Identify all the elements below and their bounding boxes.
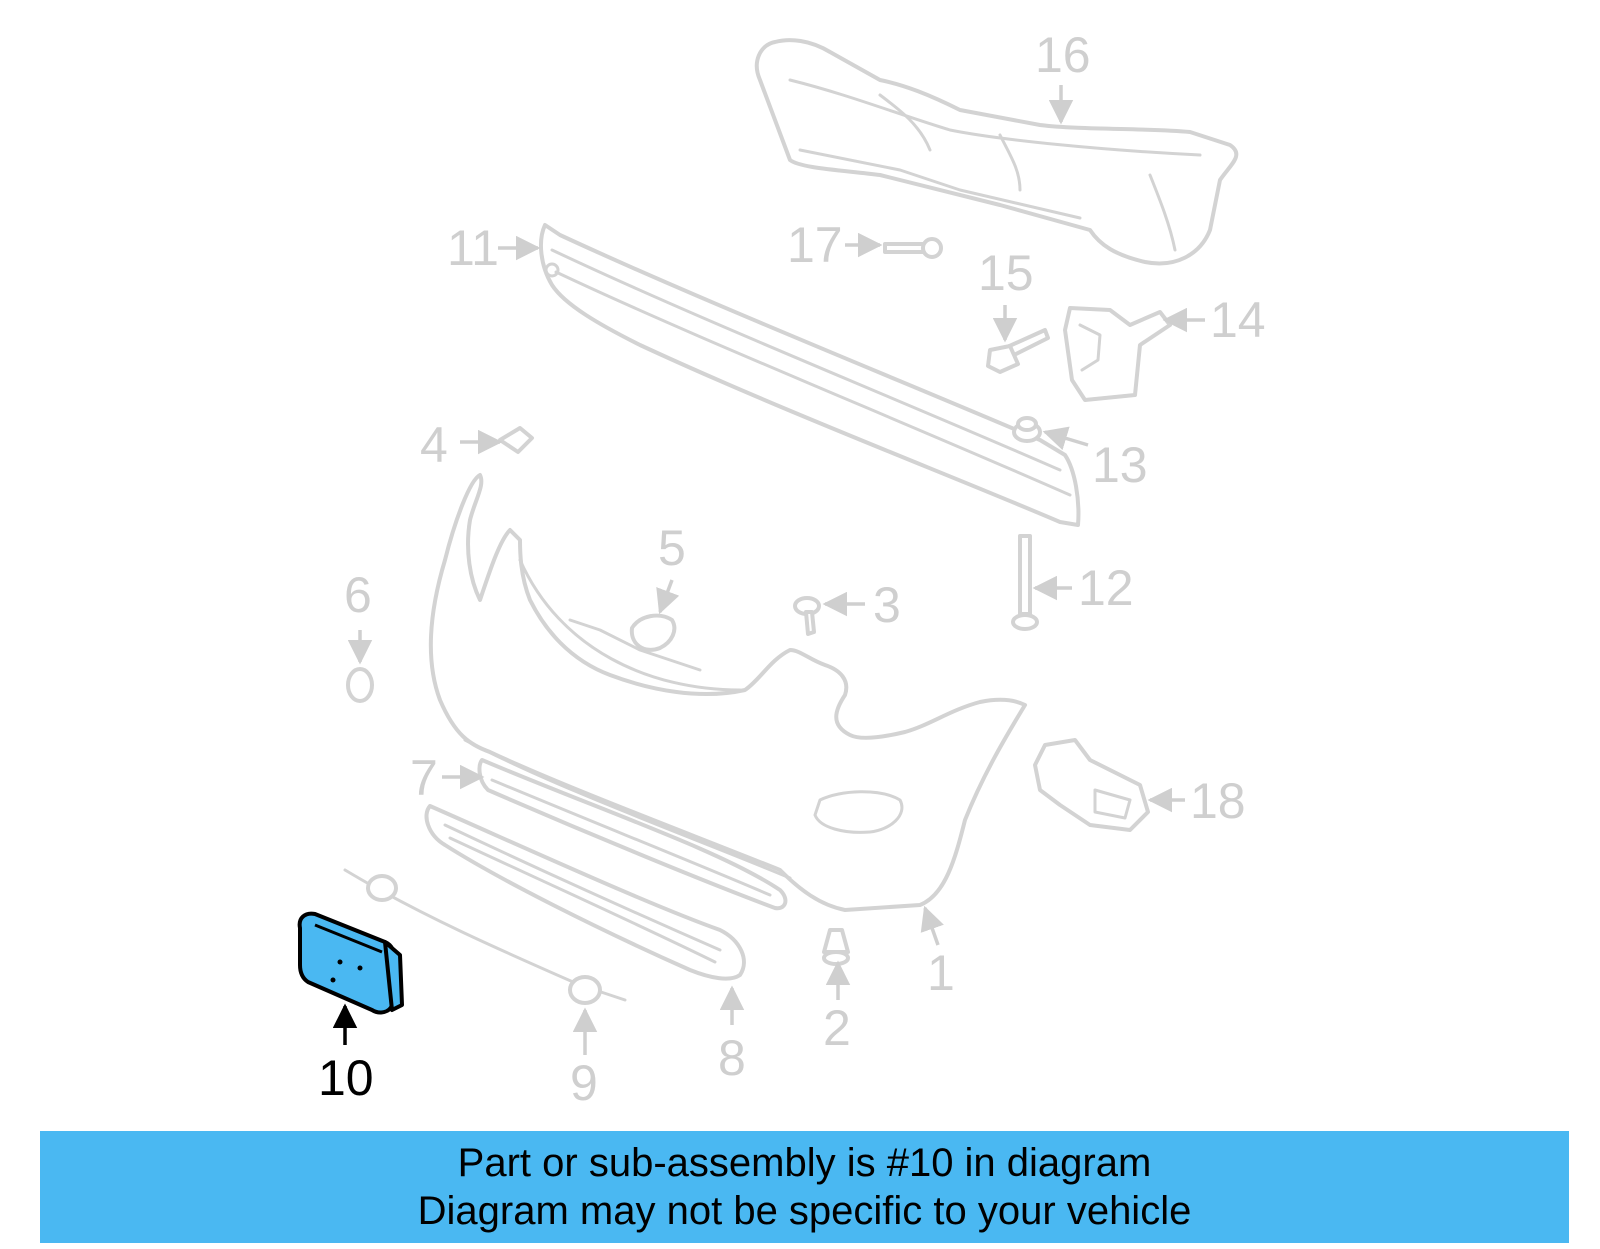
callout-8: 8 [718, 1030, 746, 1086]
callout-5: 5 [658, 520, 686, 576]
callout-13: 13 [1092, 437, 1148, 493]
part-2-push-pin [822, 928, 850, 966]
callout-15: 15 [978, 245, 1034, 301]
part-9-molding [343, 868, 627, 1005]
banner-line-1: Part or sub-assembly is #10 in diagram [457, 1141, 1152, 1185]
part-12-bolt [1011, 534, 1039, 631]
part-7-strip [477, 758, 788, 911]
part-15-bolt [986, 328, 1050, 374]
callout-2: 2 [823, 1000, 851, 1056]
callout-7: 7 [410, 750, 438, 806]
part-18-bracket [1033, 738, 1150, 832]
part-8-lower-grille [424, 804, 746, 981]
part-10-license-bracket [297, 911, 404, 1015]
part-11-impact-bar [539, 223, 1081, 527]
callout-4: 4 [420, 417, 448, 473]
callout-1: 1 [927, 945, 955, 1001]
info-banner: Part or sub-assembly is #10 in diagram D… [40, 1131, 1569, 1243]
part-3-push-pin [793, 596, 821, 636]
part-13-nut [1012, 416, 1042, 443]
callout-18: 18 [1190, 773, 1246, 829]
part-5-cap [629, 613, 677, 652]
callout-6: 6 [344, 567, 372, 623]
part-4-clip [498, 426, 534, 454]
callout-17: 17 [787, 217, 843, 273]
callout-14: 14 [1210, 292, 1266, 348]
callout-leaders [332, 85, 1205, 1055]
banner-line-2: Diagram may not be specific to your vehi… [417, 1189, 1192, 1233]
part-14-bracket [1063, 306, 1172, 402]
part-16-crossmember [754, 38, 1239, 266]
callout-labels: 16 11 17 15 14 13 4 5 3 12 6 7 18 1 2 8 … [318, 27, 1266, 1111]
callout-10-highlighted: 10 [318, 1050, 374, 1106]
callout-16: 16 [1035, 27, 1091, 83]
part-6-grommet [346, 667, 374, 703]
callout-3: 3 [873, 577, 901, 633]
part-1-bumper-cover [428, 473, 1027, 912]
callout-9: 9 [570, 1055, 598, 1111]
callout-12: 12 [1078, 560, 1134, 616]
part-17-bolt [883, 237, 943, 259]
callout-11: 11 [447, 220, 499, 276]
